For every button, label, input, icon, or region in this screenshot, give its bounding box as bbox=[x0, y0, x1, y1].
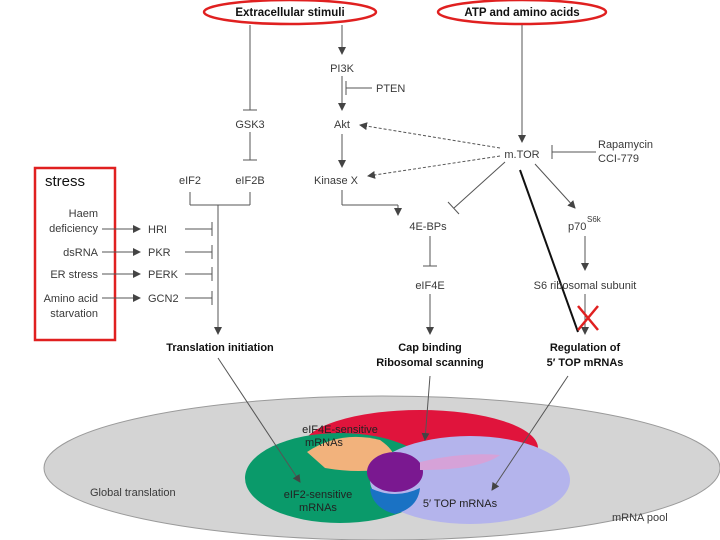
top-mrnas-pool-label: 5′ TOP mRNAs bbox=[423, 498, 498, 510]
arrow-top-pool bbox=[491, 375, 569, 491]
amino-acid-label-1: Amino acid bbox=[44, 293, 98, 305]
gcn2-label: GCN2 bbox=[148, 293, 179, 305]
global-translation-label: Global translation bbox=[90, 487, 176, 499]
eif2-top-overlap bbox=[370, 488, 420, 514]
eif2-sensitive-label-1: eIF2-sensitive bbox=[284, 489, 352, 501]
triple-overlap bbox=[367, 452, 423, 492]
mtor-label: m.TOR bbox=[504, 149, 539, 161]
er-stress-label: ER stress bbox=[50, 269, 98, 281]
pkr-label: PKR bbox=[148, 247, 171, 259]
stress-title: stress bbox=[45, 173, 85, 190]
stress-arrows bbox=[102, 222, 213, 305]
akt-label: Akt bbox=[334, 119, 350, 131]
eif2b-label: eIF2B bbox=[235, 175, 264, 187]
haem-label-2: deficiency bbox=[49, 223, 98, 235]
eif2-label: eIF2 bbox=[179, 175, 201, 187]
translation-initiation-label: Translation initiation bbox=[166, 342, 274, 354]
rapamycin-label: Rapamycin bbox=[598, 139, 653, 151]
gsk3-label: GSK3 bbox=[235, 119, 264, 131]
top-mrna-circle bbox=[370, 436, 570, 524]
added-line-mtor-top bbox=[519, 169, 579, 333]
top-mrnas-regulation-label: 5′ TOP mRNAs bbox=[547, 357, 624, 369]
hri-label: HRI bbox=[148, 224, 167, 236]
regulation-of-label: Regulation of bbox=[550, 342, 621, 354]
dashed-mtor-kinasex bbox=[367, 155, 501, 179]
eif4e-label: eIF4E bbox=[415, 280, 444, 292]
atp-amino-acids-label: ATP and amino acids bbox=[464, 7, 579, 19]
red-x-stroke-2 bbox=[577, 305, 599, 331]
cci779-label: CCI-779 bbox=[598, 153, 639, 165]
haem-label-1: Haem bbox=[69, 208, 98, 220]
s6-ribosomal-label: S6 ribosomal subunit bbox=[534, 280, 637, 292]
perk-label: PERK bbox=[148, 269, 179, 281]
atp-amino-acids-oval bbox=[436, 0, 608, 26]
eif2-sensitive-label-2: mRNAs bbox=[299, 502, 337, 514]
p70-label: p70 bbox=[568, 221, 586, 233]
stress-box bbox=[33, 166, 117, 342]
inhibit-mtor-4ebp bbox=[453, 161, 506, 209]
eif4e-sensitive-label-1: eIF4E-sensitive bbox=[302, 424, 378, 436]
pten-label: PTEN bbox=[376, 83, 405, 95]
amino-acid-label-2: starvation bbox=[50, 308, 98, 320]
dsrna-label: dsRNA bbox=[63, 247, 99, 259]
p70-superscript: S6k bbox=[587, 215, 602, 224]
arrow-mtor-p70 bbox=[534, 163, 576, 209]
mrna-pool-label: mRNA pool bbox=[612, 512, 668, 524]
arrow-cap-pool bbox=[421, 375, 431, 441]
arrow-initiation-pool bbox=[217, 357, 301, 483]
kinase-x-label: Kinase X bbox=[314, 175, 359, 187]
ribosomal-scanning-label: Ribosomal scanning bbox=[376, 357, 484, 369]
extracellular-stimuli-label: Extracellular stimuli bbox=[235, 7, 344, 19]
inhibit-bar-4ebp bbox=[447, 201, 460, 215]
4ebp-label: 4E-BPs bbox=[409, 221, 447, 233]
eif4e-sensitive-label-2: mRNAs bbox=[305, 437, 343, 449]
dashed-mtor-akt bbox=[359, 122, 501, 149]
pi3k-label: PI3K bbox=[330, 63, 355, 75]
eif4e-top-overlap bbox=[420, 454, 500, 470]
extracellular-stimuli-oval bbox=[202, 0, 378, 26]
cap-binding-label: Cap binding bbox=[398, 342, 462, 354]
